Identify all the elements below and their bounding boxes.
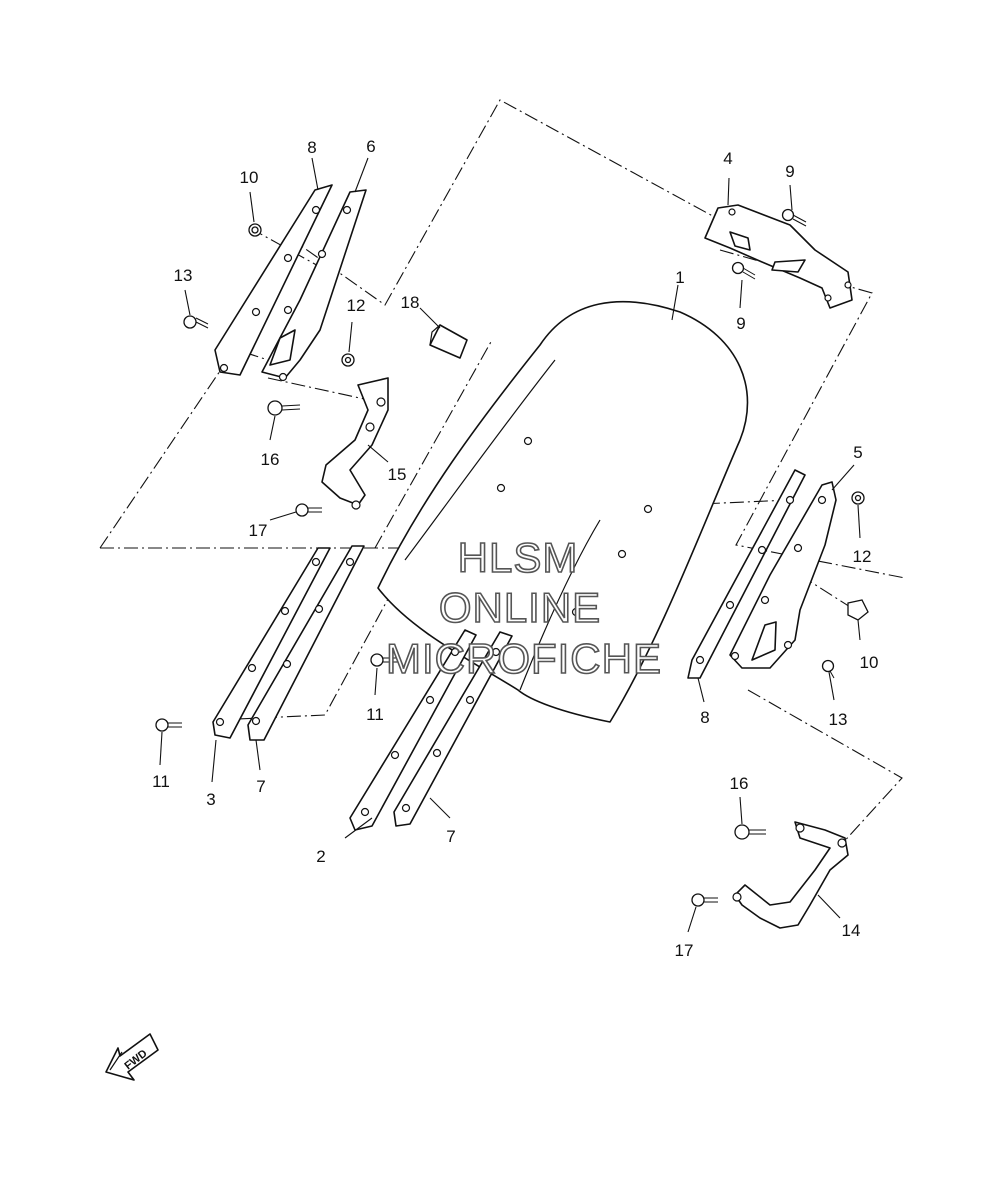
stay-8-upper [214, 184, 333, 376]
bracket-6 [261, 189, 367, 382]
watermark: HLSM ONLINE MICROFICHE [385, 533, 662, 683]
leader-lines [159, 157, 861, 933]
windshield-screen [377, 300, 749, 723]
watermark-line2: ONLINE [439, 584, 601, 631]
callout-12-upper: 12 [347, 296, 366, 315]
fwd-arrow-icon: FWD [105, 1033, 159, 1081]
watermark-line3: MICROFICHE [386, 635, 662, 682]
windshield-hole [496, 483, 506, 493]
callout-9-lower: 9 [736, 314, 745, 333]
callout-17-lower: 17 [675, 941, 694, 960]
plate-7-upper [247, 545, 365, 741]
callout-10-right: 10 [860, 653, 879, 672]
callout-13-right: 13 [829, 710, 848, 729]
callout-labels: 1 2 3 4 5 6 7 7 8 8 9 9 10 10 11 11 12 1… [152, 137, 878, 960]
windshield-hole [571, 607, 581, 617]
callout-2: 2 [316, 847, 325, 866]
callout-9-upper: 9 [785, 162, 794, 181]
bracket-4 [704, 204, 853, 309]
plate-3 [212, 547, 331, 739]
plate-7-lower [393, 631, 513, 827]
callout-14: 14 [842, 921, 861, 940]
callout-17-upper: 17 [249, 521, 268, 540]
fasteners [155, 208, 869, 907]
screw-17-lower [691, 893, 718, 907]
windshield-hole [643, 504, 653, 514]
windshield-hole [523, 436, 533, 446]
callout-10-upper: 10 [240, 168, 259, 187]
stay-bracket-14 [732, 821, 849, 929]
callout-8-right: 8 [700, 708, 709, 727]
callout-15: 15 [388, 465, 407, 484]
bolt-16-lower [734, 824, 766, 840]
screw-13-upper [183, 315, 209, 329]
bolt-16-upper [267, 400, 301, 416]
callout-5: 5 [853, 443, 862, 462]
callout-16-lower: 16 [730, 774, 749, 793]
nut-12-upper [341, 353, 355, 367]
bracket-5 [729, 481, 837, 669]
callout-11-left: 11 [152, 772, 170, 791]
callout-3: 3 [206, 790, 215, 809]
bolt-11-left [155, 718, 182, 732]
callout-7-left: 7 [256, 777, 265, 796]
collar-nut-10-right [847, 599, 869, 621]
callout-1: 1 [675, 268, 684, 287]
callout-7-middle: 7 [446, 827, 455, 846]
watermark-line1: HLSM [458, 534, 579, 581]
screw-9-upper [781, 208, 807, 227]
collar-nut-10-upper [248, 223, 262, 237]
callout-8-upper: 8 [307, 138, 316, 157]
nut-12-right [851, 491, 865, 505]
callout-11-middle: 11 [366, 705, 384, 724]
plate-2 [349, 629, 477, 831]
stay-bracket-15 [321, 377, 389, 510]
callout-12-right: 12 [853, 547, 872, 566]
bolt-11-middle [370, 653, 398, 667]
screw-17-upper [295, 503, 322, 517]
stay-8-right [687, 469, 806, 679]
callout-18: 18 [401, 293, 420, 312]
screw-13-right [821, 659, 835, 679]
callout-16-upper: 16 [261, 450, 280, 469]
damper-18 [429, 324, 468, 359]
callout-4: 4 [723, 149, 732, 168]
windshield-hole [617, 549, 627, 559]
screw-9-lower [731, 261, 756, 280]
callout-13-upper: 13 [174, 266, 193, 285]
callout-6: 6 [366, 137, 375, 156]
